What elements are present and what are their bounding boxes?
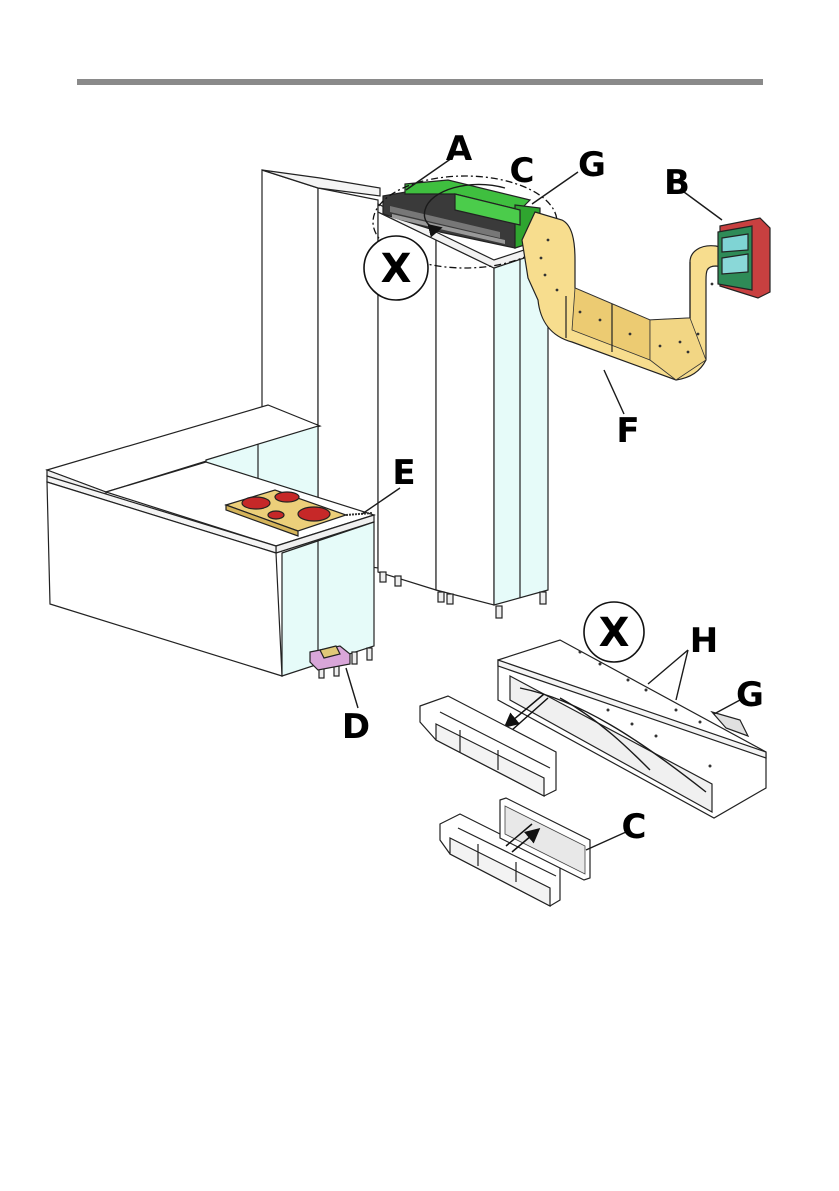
label-a: A (446, 129, 473, 169)
label-b: B (664, 163, 690, 203)
header-rule (77, 79, 763, 85)
duct-f (522, 212, 730, 380)
label-g-top: G (578, 145, 606, 185)
detail-filter-2 (440, 798, 590, 906)
label-d: D (342, 707, 370, 747)
detail-marker-detail: X (599, 610, 630, 656)
label-g-detail: G (736, 675, 764, 715)
label-h: H (690, 621, 718, 661)
detail-marker-main: X (381, 246, 412, 292)
wall-grille-b (718, 218, 770, 298)
label-f: F (616, 411, 639, 451)
label-c-detail: C (622, 807, 647, 847)
label-c-top: C (510, 151, 535, 191)
label-e: E (392, 453, 415, 493)
